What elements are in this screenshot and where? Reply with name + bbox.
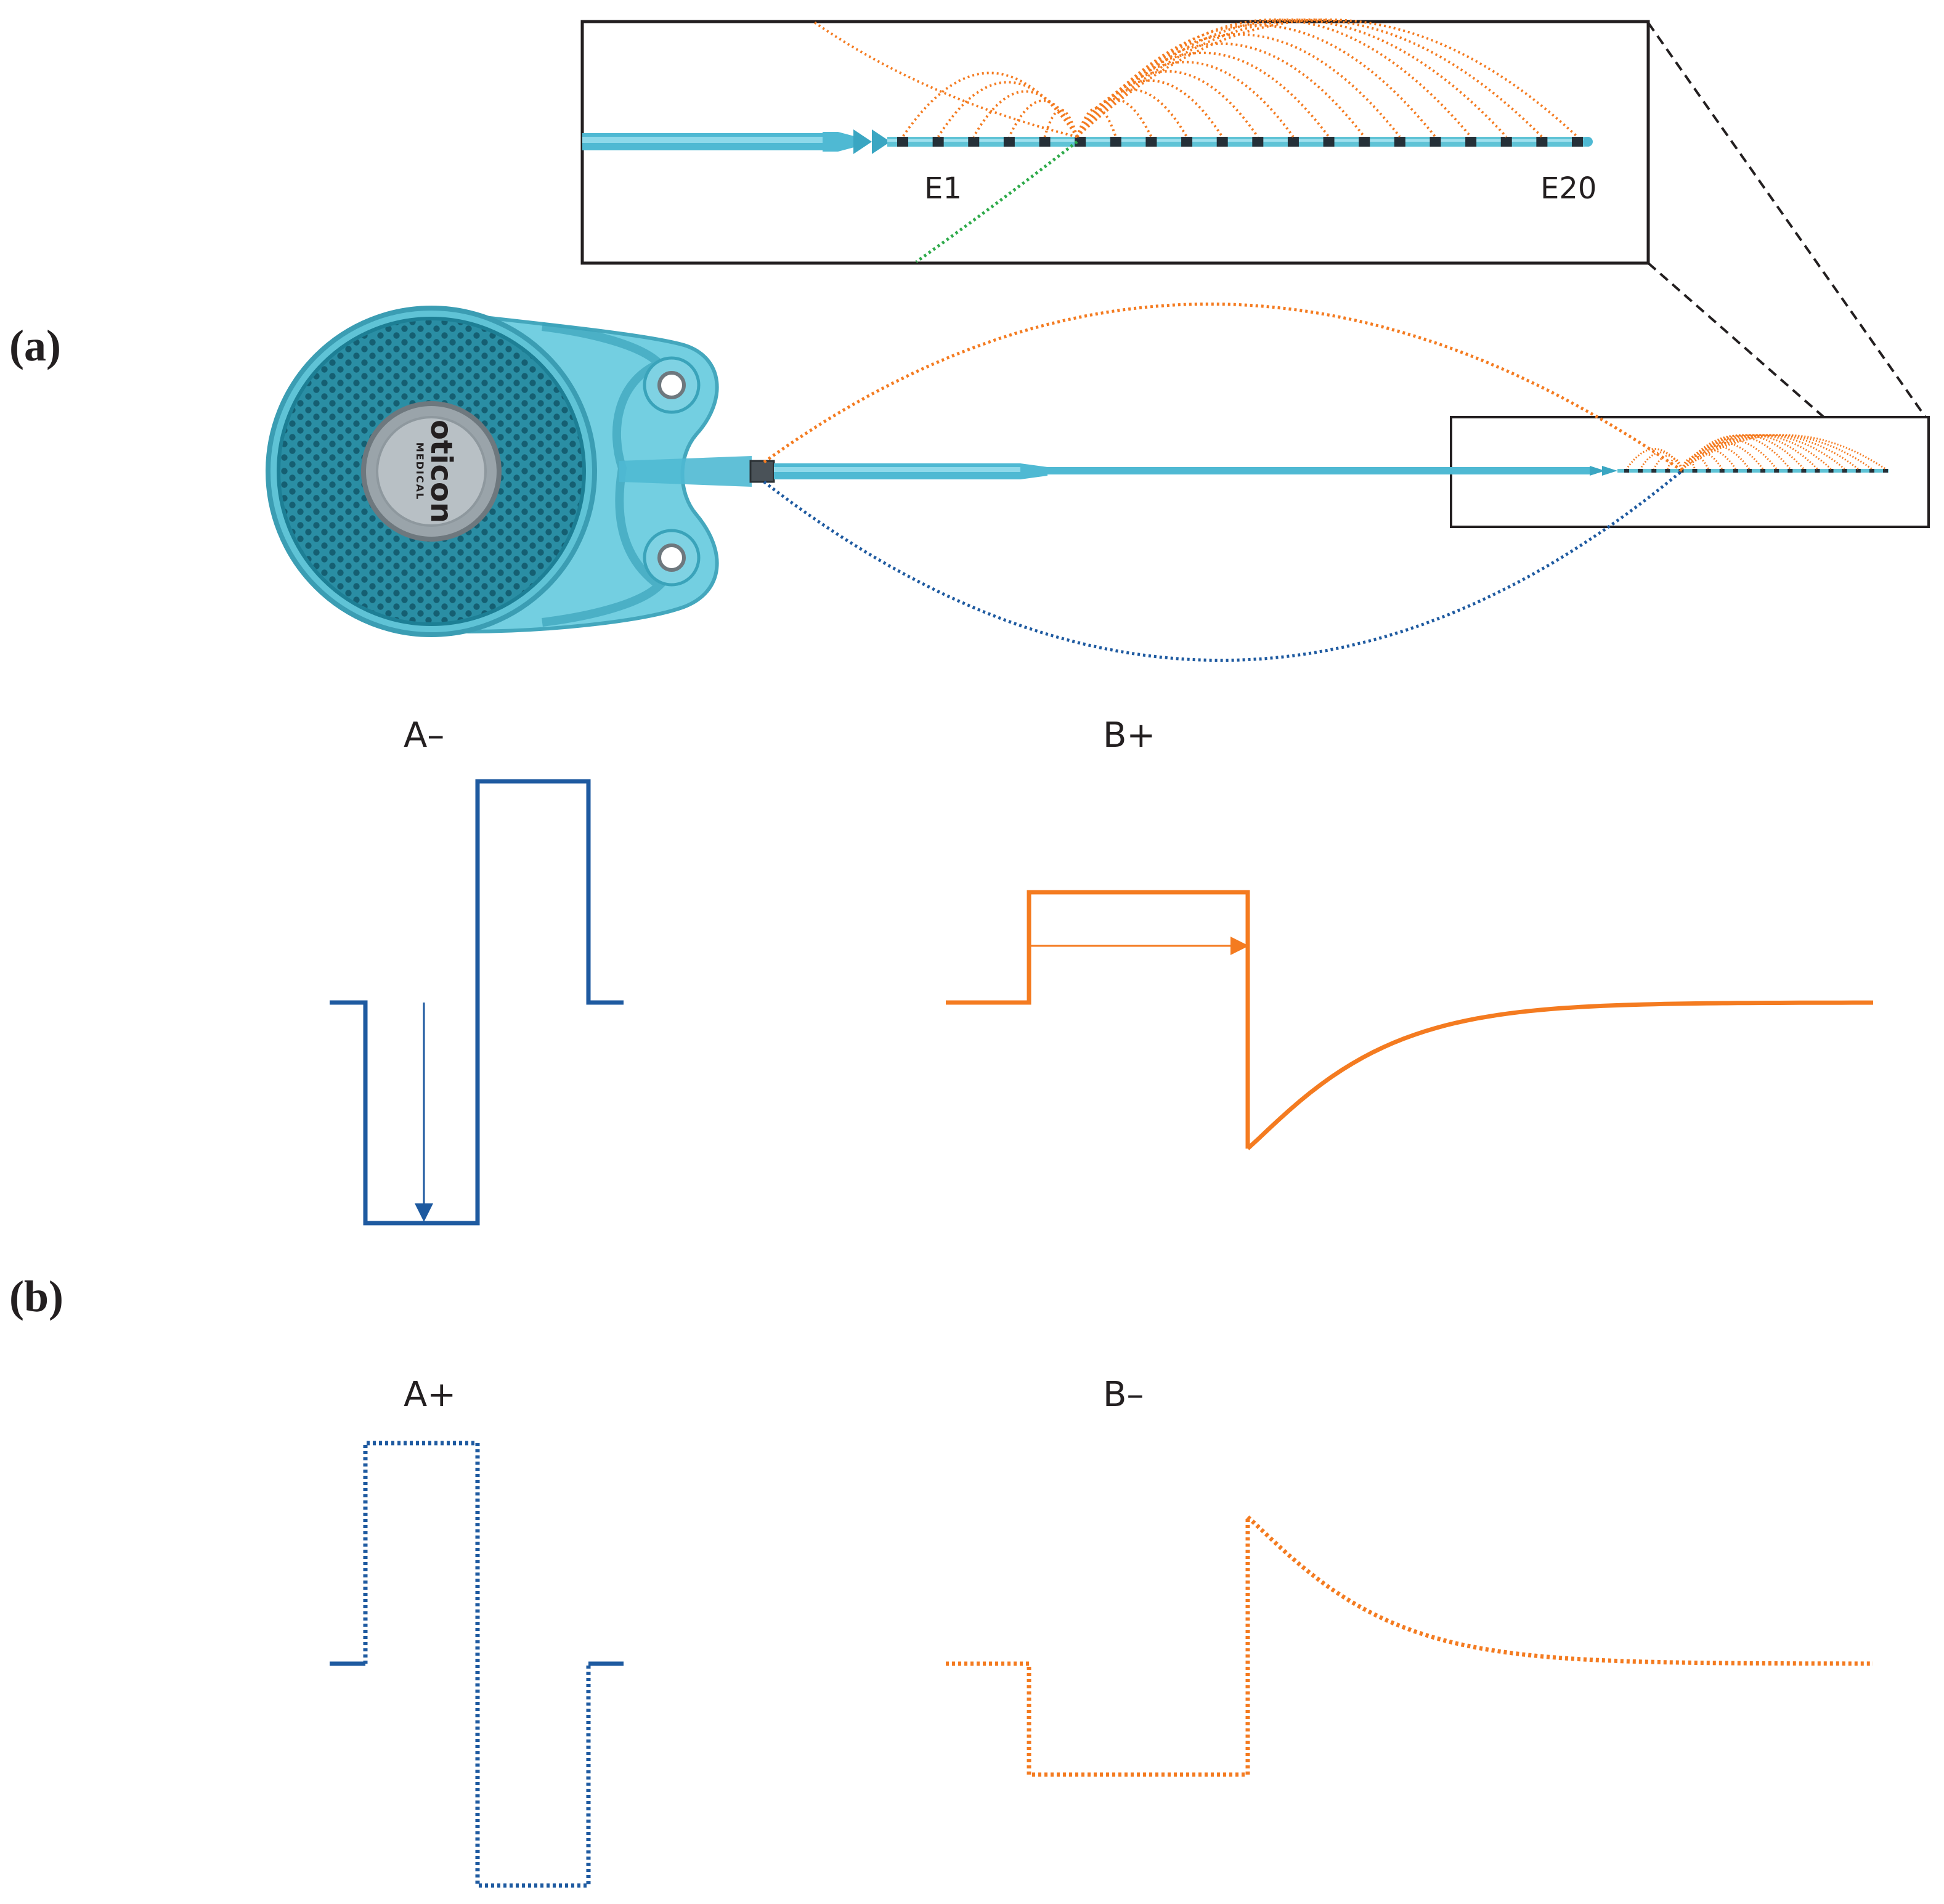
electrode-contact	[1774, 469, 1779, 473]
electrode-contact	[1536, 137, 1548, 147]
electrode-contact	[1828, 469, 1834, 473]
field-arc	[1653, 455, 1683, 470]
electrode-contact	[1323, 137, 1335, 147]
return-path-blue	[763, 470, 1683, 662]
inset-electrode-array	[582, 129, 1593, 154]
zoom-connector-bottom	[1647, 262, 1825, 418]
electrode-contact	[1733, 469, 1738, 473]
electrode-contact	[1706, 469, 1711, 473]
waveform-b-plus	[946, 890, 1873, 1150]
field-arc	[1639, 451, 1683, 470]
electrode-contact	[932, 137, 944, 147]
electrode-contact	[1500, 137, 1512, 147]
field-arc	[1682, 434, 1845, 470]
electrode-contact	[1692, 469, 1698, 473]
waveform-b-minus	[946, 1515, 1873, 1777]
electrode-contact	[1075, 137, 1086, 147]
field-arc	[1076, 18, 1543, 138]
field-arc	[1681, 434, 1832, 470]
electrode-label-e20: E20	[1540, 171, 1596, 206]
electrode-contact	[1869, 469, 1874, 473]
electrode-contact	[1181, 137, 1193, 147]
waveform-a-minus	[330, 779, 624, 1226]
electrode-contact	[1719, 469, 1725, 473]
field-arc	[1076, 97, 1153, 137]
inset-green-return-path	[915, 140, 1078, 264]
fixation-hole-lower	[643, 529, 701, 587]
electrode-contact	[1815, 469, 1820, 473]
field-arc	[1666, 458, 1683, 470]
electrode-contact	[1110, 137, 1121, 147]
fixation-hole-upper	[643, 356, 701, 414]
waveform-label-a-minus: A–	[404, 715, 444, 755]
waveform-a-plus	[330, 1441, 624, 1888]
electrode-contact	[1883, 469, 1888, 473]
waveform-label-a-plus: A+	[404, 1375, 456, 1415]
panel-b-label: (b)	[9, 1272, 63, 1321]
electrode-contact	[1787, 469, 1793, 473]
field-arc	[972, 90, 1078, 137]
main-field-lines	[1625, 434, 1886, 470]
electrode-contact	[1760, 469, 1766, 473]
electrode-contact	[1572, 137, 1583, 147]
electrode-contact	[1746, 469, 1752, 473]
electrode-contact	[1801, 469, 1807, 473]
field-arc	[1076, 79, 1224, 138]
return-path-orange	[763, 303, 1683, 473]
field-arc-return	[812, 20, 1078, 138]
electrode-contact	[1842, 469, 1847, 473]
zoom-connector-top	[1647, 22, 1927, 418]
electrode-contact	[1145, 137, 1157, 147]
reference-ring-electrode	[749, 460, 775, 483]
implant-receiver: oticon MEDICAL	[266, 306, 775, 637]
brand-logo: oticon MEDICAL	[414, 420, 458, 523]
electrode-contact	[1252, 137, 1264, 147]
electrode-contact	[1003, 137, 1015, 147]
magnet	[376, 416, 487, 527]
electrode-contact	[1287, 137, 1299, 147]
electrode-contact	[1394, 137, 1405, 147]
field-arc	[1681, 441, 1764, 470]
electrode-contact	[1039, 137, 1051, 147]
zoom-inset: E1 E20	[580, 18, 1650, 265]
field-arc	[1681, 434, 1805, 470]
electrode-contact	[1855, 469, 1861, 473]
brand-subtext: MEDICAL	[414, 442, 426, 500]
field-arc	[1076, 70, 1259, 138]
field-arc	[1076, 18, 1508, 138]
electrode-contact	[1216, 137, 1228, 147]
electrode-contact	[1651, 469, 1657, 473]
electrode-contact	[1624, 469, 1629, 473]
electrode-contact	[897, 137, 908, 147]
electrode-contact	[1465, 137, 1477, 147]
electrode-lead	[774, 463, 1889, 479]
electrode-contact	[1430, 137, 1441, 147]
inset-electrode-contacts	[897, 137, 1583, 147]
field-arc	[1682, 434, 1886, 470]
panel-a-label: (a)	[9, 321, 61, 370]
field-arc	[1681, 434, 1791, 470]
waveform-label-b-plus: B+	[1103, 715, 1155, 755]
field-arc	[1043, 108, 1078, 137]
field-arc	[1681, 434, 1818, 470]
electrode-label-e1: E1	[924, 171, 962, 206]
main-electrode-contacts	[1624, 469, 1888, 473]
inset-field-lines	[812, 18, 1579, 138]
field-arc	[1681, 455, 1709, 470]
electrode-contact	[1665, 469, 1670, 473]
electrode-contact	[1638, 469, 1643, 473]
electrode-contact	[1359, 137, 1370, 147]
waveform-label-b-minus: B–	[1103, 1375, 1144, 1415]
electrode-contact	[968, 137, 980, 147]
brand-text: oticon	[424, 420, 458, 523]
